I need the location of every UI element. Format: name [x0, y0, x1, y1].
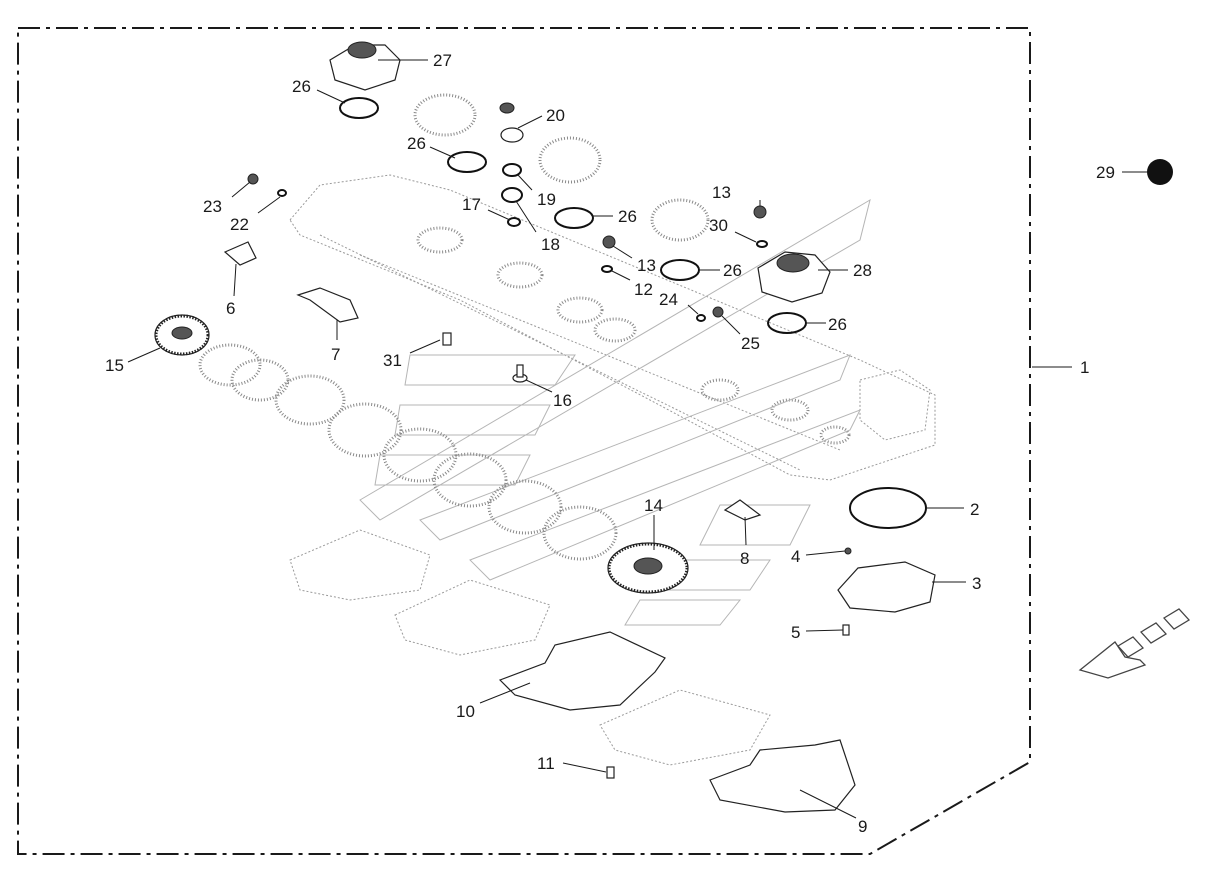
callout-27: 27	[433, 51, 452, 70]
callout-labels: 27 26 20 26 19 23 22 17 18 26 13 30 29 1…	[105, 51, 1115, 836]
callout-31: 31	[383, 351, 402, 370]
part-10-skid-plate	[498, 631, 666, 711]
part-2-gasket	[849, 487, 927, 529]
part-6-knife-guard	[223, 241, 257, 266]
part-26-oring-b	[447, 151, 487, 173]
part-12-washer	[601, 265, 613, 273]
callout-7: 7	[331, 345, 340, 364]
part-17-oring	[507, 217, 521, 227]
part-16-bolt	[512, 364, 528, 383]
callout-15: 15	[105, 356, 124, 375]
cutterbar-ghost	[289, 93, 936, 481]
part-14-drive-gear	[607, 542, 689, 594]
travel-direction-arrow-icon	[1078, 608, 1191, 679]
part-23-bolt	[247, 173, 259, 185]
callout-9: 9	[858, 817, 867, 836]
callout-16: 16	[553, 391, 572, 410]
callout-28: 28	[853, 261, 872, 280]
callout-22: 22	[230, 215, 249, 234]
callout-26: 26	[723, 261, 742, 280]
part-13-nut-a	[753, 205, 767, 219]
callout-24: 24	[659, 290, 678, 309]
filled-circle-marker-icon	[1147, 159, 1173, 185]
part-30-washer	[756, 240, 768, 248]
callout-2: 2	[970, 500, 979, 519]
callout-23: 23	[203, 197, 222, 216]
callout-6: 6	[226, 299, 235, 318]
gear-row-ghost	[198, 343, 618, 561]
callout-29: 29	[1096, 163, 1115, 182]
callout-3: 3	[972, 574, 981, 593]
part-19-oring	[502, 163, 522, 177]
callout-12: 12	[634, 280, 653, 299]
callout-26: 26	[407, 134, 426, 153]
callout-26: 26	[618, 207, 637, 226]
callout-19: 19	[537, 190, 556, 209]
callout-25: 25	[741, 334, 760, 353]
part-5-bolt	[842, 624, 850, 636]
part-26-oring-c	[554, 207, 594, 229]
part-8-knife-guard	[723, 499, 762, 521]
part-26-oring-d	[660, 259, 700, 281]
part-24-oring	[696, 314, 706, 322]
part-28-gearbox-cap	[757, 251, 831, 303]
part-27-gearbox-cap	[329, 41, 401, 91]
part-31-pin	[442, 332, 452, 346]
callout-17: 17	[462, 195, 481, 214]
part-15-pinion-gear	[154, 314, 210, 356]
part-20-nut	[499, 102, 524, 143]
part-25-nut	[712, 306, 724, 318]
callout-1: 1	[1080, 358, 1089, 377]
callout-26: 26	[828, 315, 847, 334]
callout-8: 8	[740, 549, 749, 568]
part-26-oring-a	[339, 97, 379, 119]
part-9-skid-plate	[709, 739, 856, 813]
callout-4: 4	[791, 547, 800, 566]
callout-14: 14	[644, 496, 663, 515]
callout-30: 30	[709, 216, 728, 235]
part-7-skid	[296, 287, 359, 323]
part-18-washer	[501, 187, 523, 203]
callout-13: 13	[712, 183, 731, 202]
part-11-bolt	[606, 766, 615, 779]
callout-18: 18	[541, 235, 560, 254]
callout-11: 11	[537, 754, 555, 773]
leader-lines	[127, 59, 1147, 819]
callout-5: 5	[791, 623, 800, 642]
callout-10: 10	[456, 702, 475, 721]
part-13-nut-b	[602, 235, 616, 249]
plates-ghost	[289, 198, 871, 766]
part-26-oring-e	[767, 312, 807, 334]
callout-13: 13	[637, 256, 656, 275]
callout-20: 20	[546, 106, 565, 125]
part-3-cover-plate	[837, 561, 936, 613]
part-22-oring	[277, 189, 287, 197]
part-4-bolt	[844, 547, 852, 555]
callout-26: 26	[292, 77, 311, 96]
assembly-frame	[17, 27, 1031, 855]
